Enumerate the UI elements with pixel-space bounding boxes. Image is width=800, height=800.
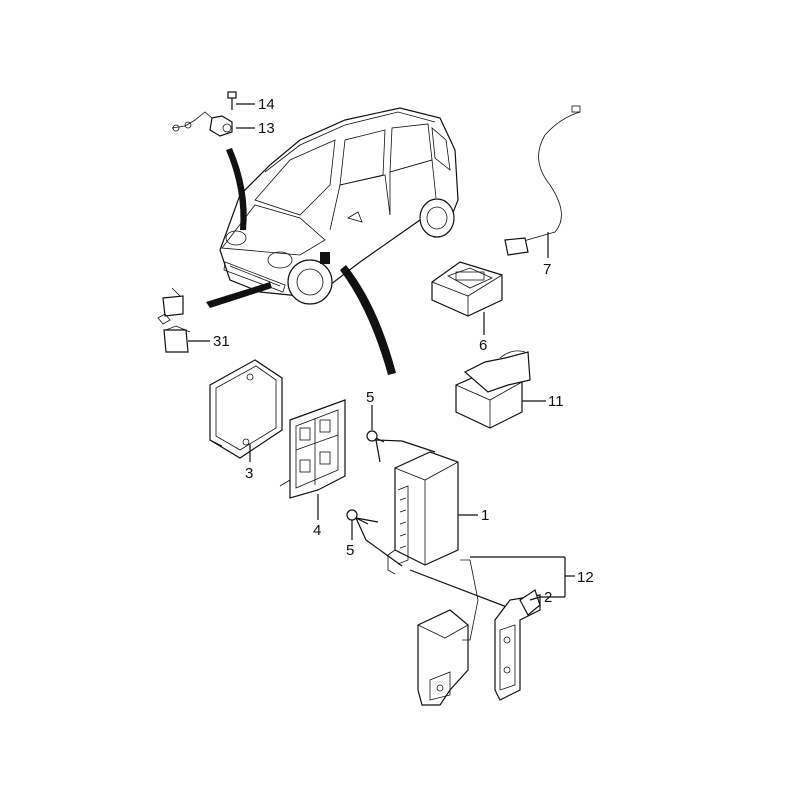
relay-11 xyxy=(455,350,531,429)
callout-7: 7 xyxy=(543,261,551,278)
callout-5-top: 5 xyxy=(366,389,374,406)
car-illustration xyxy=(219,107,459,305)
callout-3: 3 xyxy=(245,465,253,482)
callout-31: 31 xyxy=(213,333,230,350)
module-1 xyxy=(387,451,459,575)
leader-swooshes xyxy=(206,148,396,375)
sensor-assembly xyxy=(171,91,237,137)
callout-1: 1 xyxy=(481,507,489,524)
callout-2: 2 xyxy=(544,589,552,606)
callout-6: 6 xyxy=(479,337,487,354)
bracket-12 xyxy=(417,559,541,706)
connector-31 xyxy=(157,287,191,353)
screw-5-bottom xyxy=(346,509,369,525)
callout-13: 13 xyxy=(258,120,275,137)
callout-11: 11 xyxy=(548,393,564,410)
callout-12: 12 xyxy=(577,569,594,586)
screw-5-top xyxy=(366,430,385,443)
callout-14: 14 xyxy=(258,96,275,113)
callout-4: 4 xyxy=(313,522,321,539)
antenna-cable-7 xyxy=(504,105,581,258)
callout-5-bottom: 5 xyxy=(346,542,354,559)
ecu-3 xyxy=(209,359,283,459)
bracket-4 xyxy=(279,399,346,499)
module-6 xyxy=(431,261,503,317)
